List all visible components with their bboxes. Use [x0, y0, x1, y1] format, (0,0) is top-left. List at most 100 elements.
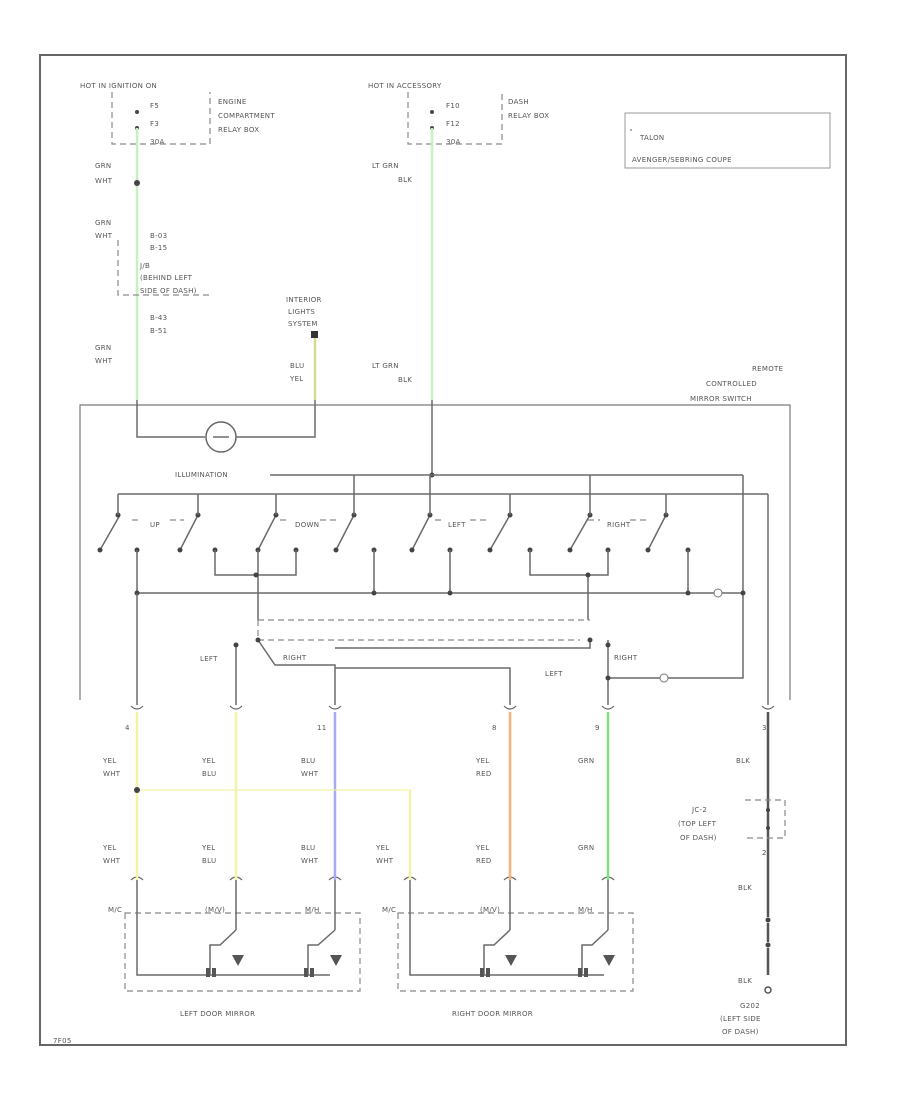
svg-text:8: 8	[492, 724, 497, 732]
svg-text:WHT: WHT	[376, 857, 394, 865]
svg-text:B-43: B-43	[150, 314, 167, 322]
svg-text:ILLUMINATION: ILLUMINATION	[175, 471, 228, 479]
svg-text:2: 2	[762, 849, 767, 857]
power-label-right: HOT IN ACCESSORY	[368, 82, 442, 90]
svg-text:WHT: WHT	[95, 357, 113, 365]
svg-text:LT GRN: LT GRN	[372, 162, 399, 170]
svg-text:YEL: YEL	[102, 844, 117, 852]
svg-text:YEL: YEL	[289, 375, 304, 383]
svg-text:M/C: M/C	[108, 906, 122, 914]
pin-labels: 4 11 8 9 3	[125, 724, 767, 732]
svg-text:MIRROR SWITCH: MIRROR SWITCH	[690, 395, 752, 403]
interior-lights-feed: INTERIOR LIGHTS SYSTEM BLU YEL	[286, 296, 322, 400]
svg-text:YEL: YEL	[102, 757, 117, 765]
svg-text:RIGHT: RIGHT	[283, 654, 307, 662]
svg-text:3: 3	[762, 724, 767, 732]
svg-text:LEFT: LEFT	[545, 670, 563, 678]
svg-text:SYSTEM: SYSTEM	[288, 320, 318, 328]
left-right-selector: LEFT RIGHT LEFT RIGHT	[136, 593, 744, 705]
svg-text:30A: 30A	[150, 138, 165, 146]
svg-text:RELAY BOX: RELAY BOX	[218, 126, 259, 134]
svg-text:B-03: B-03	[150, 232, 167, 240]
left-door-mirror: M/C (M/V) M/H LEFT DOOR MIRROR	[108, 880, 361, 1018]
svg-text:4: 4	[125, 724, 130, 732]
svg-text:BLK: BLK	[398, 176, 412, 184]
svg-text:BLU: BLU	[301, 757, 315, 765]
svg-text:RELAY BOX: RELAY BOX	[508, 112, 549, 120]
svg-text:M/H: M/H	[578, 906, 593, 914]
svg-text:M/C: M/C	[382, 906, 396, 914]
diagram-frame	[39, 54, 847, 1046]
svg-text:WHT: WHT	[301, 857, 319, 865]
svg-text:RIGHT DOOR MIRROR: RIGHT DOOR MIRROR	[452, 1010, 533, 1018]
svg-text:WHT: WHT	[103, 770, 121, 778]
svg-text:INTERIOR: INTERIOR	[286, 296, 322, 304]
svg-text:WHT: WHT	[103, 857, 121, 865]
svg-text:BLK: BLK	[736, 757, 750, 765]
svg-text:REMOTE: REMOTE	[752, 365, 783, 373]
svg-text:F12: F12	[446, 120, 460, 128]
svg-text:B-15: B-15	[150, 244, 167, 252]
svg-text:YEL: YEL	[475, 844, 490, 852]
legend-item-avenger: AVENGER/SEBRING COUPE	[632, 156, 732, 164]
svg-text:30A: 30A	[446, 138, 461, 146]
svg-text:BLU: BLU	[202, 857, 216, 865]
svg-text:BLK: BLK	[738, 884, 752, 892]
svg-text:(TOP LEFT: (TOP LEFT	[678, 820, 717, 828]
svg-text:OF DASH): OF DASH)	[680, 834, 717, 842]
svg-text:LT GRN: LT GRN	[372, 362, 399, 370]
svg-text:11: 11	[317, 724, 327, 732]
svg-text:RED: RED	[476, 857, 492, 865]
svg-text:JC-2: JC-2	[691, 806, 707, 814]
switch-contacts	[97, 475, 746, 620]
left-feed: GRN WHT GRN WHT B-03 B-15 J/B (BEHIND LE…	[95, 128, 210, 400]
power-source-left: HOT IN IGNITION ON F5 F3 30A ENGINE COMP…	[80, 82, 275, 146]
svg-text:B-51: B-51	[150, 327, 167, 335]
svg-text:GRN: GRN	[95, 162, 111, 170]
harness-labels-lower: YEL WHT YEL BLU BLU WHT YEL WHT YEL RED …	[102, 844, 594, 865]
power-label-left: HOT IN IGNITION ON	[80, 82, 157, 90]
svg-text:J/B: J/B	[139, 262, 150, 270]
svg-text:LEFT: LEFT	[448, 521, 466, 529]
power-source-right: HOT IN ACCESSORY F10 F12 30A DASH RELAY …	[368, 82, 549, 146]
svg-text:DASH: DASH	[508, 98, 529, 106]
svg-text:RIGHT: RIGHT	[607, 521, 631, 529]
svg-text:(M/V): (M/V)	[480, 906, 500, 914]
ground-circuit: JC-2 (TOP LEFT OF DASH) 2 BLK BLK G202 (…	[678, 799, 786, 1036]
svg-text:LEFT DOOR MIRROR: LEFT DOOR MIRROR	[180, 1010, 255, 1018]
svg-text:BLU: BLU	[290, 362, 304, 370]
svg-text:DOWN: DOWN	[295, 521, 319, 529]
svg-text:M/H: M/H	[305, 906, 320, 914]
mirror-switch: REMOTE CONTROLLED MIRROR SWITCH ILLUMINA…	[79, 365, 791, 705]
svg-text:WHT: WHT	[95, 232, 113, 240]
svg-text:GRN: GRN	[95, 219, 111, 227]
svg-text:GRN: GRN	[578, 844, 594, 852]
svg-text:YEL: YEL	[475, 757, 490, 765]
legend: TALON AVENGER/SEBRING COUPE	[624, 112, 831, 169]
svg-text:(M/V): (M/V)	[205, 906, 225, 914]
svg-text:9: 9	[595, 724, 600, 732]
svg-text:LEFT: LEFT	[200, 655, 218, 663]
svg-text:RED: RED	[476, 770, 492, 778]
svg-text:WHT: WHT	[301, 770, 319, 778]
svg-text:CONTROLLED: CONTROLLED	[706, 380, 757, 388]
harness-wires	[134, 712, 770, 975]
svg-text:SIDE OF DASH): SIDE OF DASH)	[140, 287, 197, 295]
svg-text:G202: G202	[740, 1002, 760, 1010]
svg-text:YEL: YEL	[201, 757, 216, 765]
svg-text:F10: F10	[446, 102, 460, 110]
svg-text:GRN: GRN	[95, 344, 111, 352]
svg-text:BLU: BLU	[301, 844, 315, 852]
svg-text:F3: F3	[150, 120, 159, 128]
svg-text:LIGHTS: LIGHTS	[288, 308, 315, 316]
svg-text:UP: UP	[150, 521, 160, 529]
connector-marks	[130, 705, 775, 881]
svg-text:RIGHT: RIGHT	[614, 654, 638, 662]
svg-text:COMPARTMENT: COMPARTMENT	[218, 112, 275, 120]
svg-text:(LEFT SIDE: (LEFT SIDE	[720, 1015, 761, 1023]
svg-text:GRN: GRN	[578, 757, 594, 765]
svg-text:ENGINE: ENGINE	[218, 98, 247, 106]
legend-item-talon: TALON	[639, 134, 664, 142]
svg-text:WHT: WHT	[95, 177, 113, 185]
